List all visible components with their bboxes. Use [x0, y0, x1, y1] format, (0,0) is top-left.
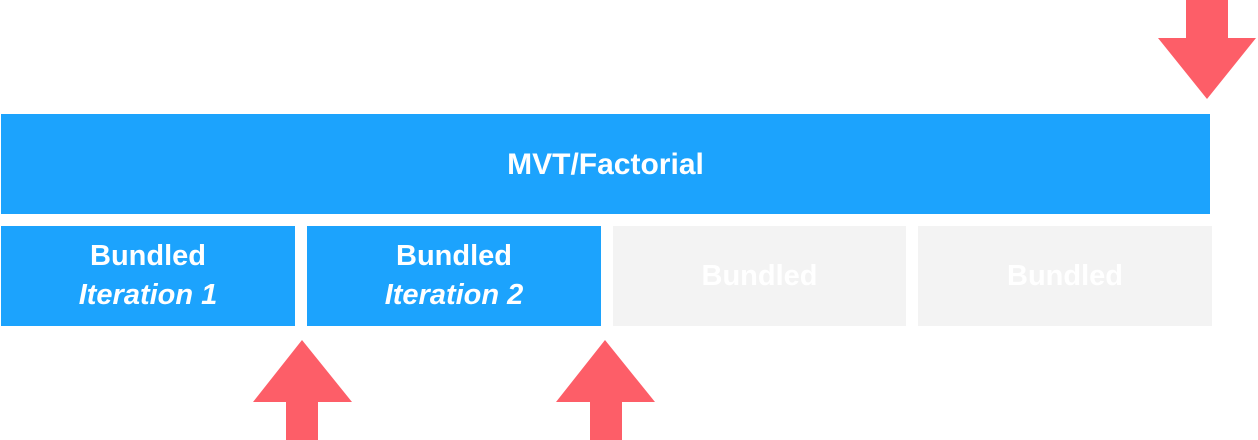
bundled-block-3: Bundled — [613, 226, 906, 326]
iteration-2-subtitle: Iteration 2 — [384, 279, 524, 311]
bundled-block-3-title: Bundled — [701, 259, 818, 292]
bundled-iteration-1-block: Bundled Iteration 1 — [1, 226, 295, 326]
iteration-1-subtitle: Iteration 1 — [78, 279, 218, 311]
iteration-2-title: Bundled — [396, 240, 512, 272]
bundled-iteration-2-block: Bundled Iteration 2 — [307, 226, 601, 326]
bundled-block-4: Bundled — [918, 226, 1212, 326]
arrow-up-icon — [253, 340, 352, 440]
mvt-factorial-block: MVT/Factorial — [1, 114, 1210, 214]
bundled-block-4-title: Bundled — [1007, 259, 1123, 292]
mvt-factorial-label: MVT/Factorial — [507, 147, 704, 181]
iteration-1-title: Bundled — [90, 240, 206, 272]
arrow-down-icon — [1158, 0, 1256, 99]
arrow-up-icon — [556, 340, 655, 440]
